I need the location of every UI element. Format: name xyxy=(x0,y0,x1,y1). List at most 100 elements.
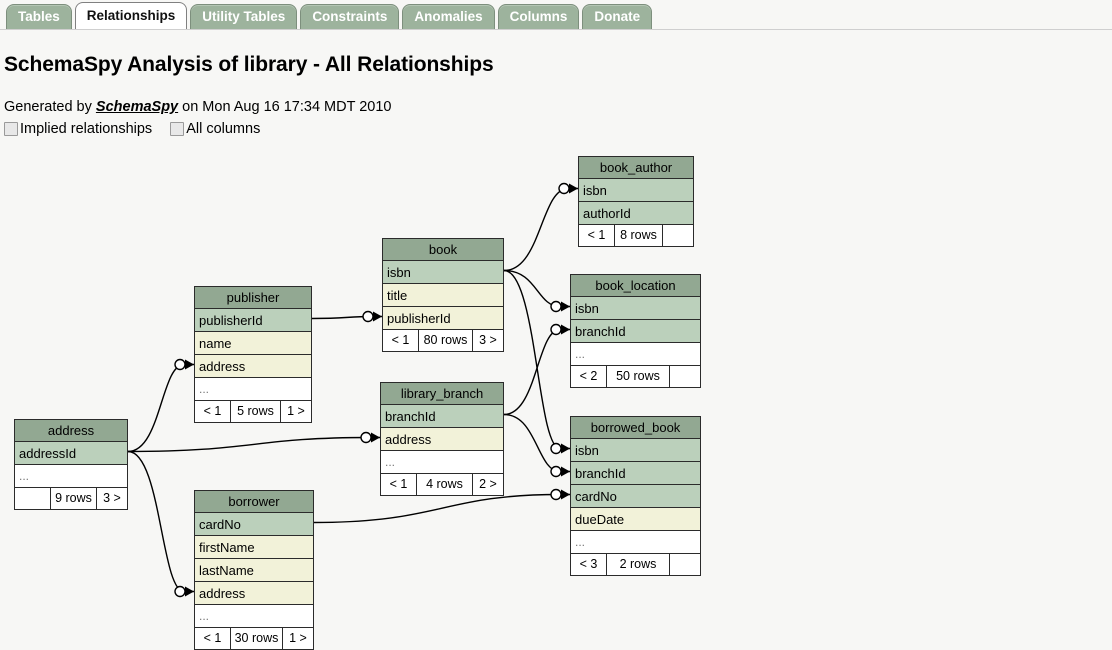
footer-left[interactable]: < 1 xyxy=(383,330,419,351)
column-addressId: addressId xyxy=(15,442,127,465)
tab-donate[interactable]: Donate xyxy=(582,4,653,29)
column-ellipsis: ... xyxy=(195,378,311,401)
footer-right[interactable]: 3 > xyxy=(97,488,127,509)
footer-right[interactable] xyxy=(670,554,700,575)
footer-left[interactable]: < 1 xyxy=(195,401,231,422)
edge-optional-marker xyxy=(550,442,562,455)
all-columns-checkbox[interactable] xyxy=(170,122,185,136)
column-ellipsis: ... xyxy=(381,451,503,474)
tab-tables[interactable]: Tables xyxy=(6,4,72,29)
edge-address-addressId-to-borrower-address xyxy=(127,450,194,593)
generated-prefix: Generated by xyxy=(4,99,96,115)
footer-middle: 30 rows xyxy=(231,628,283,649)
edge-arrowhead xyxy=(561,324,570,335)
edge-arrowhead xyxy=(561,489,570,500)
footer-middle: 80 rows xyxy=(419,330,473,351)
generated-line: Generated by SchemaSpy on Mon Aug 16 17:… xyxy=(4,99,391,115)
edge-address-addressId-to-publisher-address xyxy=(127,363,194,453)
footer-right[interactable]: 2 > xyxy=(473,474,503,495)
footer-middle: 5 rows xyxy=(231,401,281,422)
edge-optional-marker xyxy=(174,358,186,371)
column-address: address xyxy=(195,582,313,605)
column-branchId: branchId xyxy=(571,320,700,343)
footer-right[interactable]: 1 > xyxy=(283,628,313,649)
footer-right[interactable]: 3 > xyxy=(473,330,503,351)
edge-optional-marker xyxy=(362,310,374,323)
footer-left[interactable]: < 3 xyxy=(571,554,607,575)
tab-baseline xyxy=(0,29,1112,30)
tab-anomalies[interactable]: Anomalies xyxy=(402,4,495,29)
implied-relationships-checkbox[interactable] xyxy=(4,122,18,136)
table-title: publisher xyxy=(195,287,311,309)
all-columns-label: All columns xyxy=(186,121,261,137)
column-title: title xyxy=(383,284,503,307)
edge-optional-marker xyxy=(174,585,186,598)
implied-relationships-label: Implied relationships xyxy=(20,121,153,137)
edge-arrowhead xyxy=(561,466,570,477)
edge-arrowhead xyxy=(185,586,194,597)
edge-borrower-cardNo-to-borrowed_book-cardNo xyxy=(313,493,570,524)
tab-constraints[interactable]: Constraints xyxy=(300,4,400,29)
column-lastName: lastName xyxy=(195,559,313,582)
footer-left[interactable]: < 2 xyxy=(571,366,607,387)
options-row: Implied relationships All columns xyxy=(4,121,260,137)
column-name: name xyxy=(195,332,311,355)
column-isbn: isbn xyxy=(579,179,693,202)
footer-left[interactable]: < 1 xyxy=(381,474,417,495)
column-cardNo: cardNo xyxy=(195,513,313,536)
footer-left[interactable] xyxy=(15,488,51,509)
edge-arrowhead xyxy=(185,359,194,370)
footer-right[interactable] xyxy=(670,366,700,387)
footer-right[interactable]: 1 > xyxy=(281,401,311,422)
column-address: address xyxy=(381,428,503,451)
edge-optional-marker xyxy=(550,465,562,478)
tab-utility-tables[interactable]: Utility Tables xyxy=(190,4,298,29)
schemaspy-link[interactable]: SchemaSpy xyxy=(95,99,179,115)
footer-right[interactable] xyxy=(663,225,693,246)
column-ellipsis: ... xyxy=(571,343,700,366)
column-publisherId: publisherId xyxy=(195,309,311,332)
footer-left[interactable]: < 1 xyxy=(195,628,231,649)
edge-arrowhead xyxy=(569,183,578,194)
table-title: book_location xyxy=(571,275,700,297)
table-title: borrower xyxy=(195,491,313,513)
edge-arrowhead xyxy=(371,432,380,443)
implied-relationships-option[interactable]: Implied relationships xyxy=(4,121,152,137)
table-title: borrowed_book xyxy=(571,417,700,439)
column-branchId: branchId xyxy=(381,405,503,428)
table-title: book xyxy=(383,239,503,261)
all-columns-option[interactable]: All columns xyxy=(170,121,260,137)
edge-book-isbn-to-borrowed_book-isbn xyxy=(503,269,570,450)
tab-relationships[interactable]: Relationships xyxy=(74,2,188,29)
edge-address-addressId-to-library_branch-address xyxy=(127,436,380,453)
column-dueDate: dueDate xyxy=(571,508,700,531)
column-isbn: isbn xyxy=(571,297,700,320)
edge-optional-marker xyxy=(558,182,570,195)
column-ellipsis: ... xyxy=(571,531,700,554)
footer-left[interactable]: < 1 xyxy=(579,225,615,246)
edge-arrowhead xyxy=(561,301,570,312)
edge-optional-marker xyxy=(360,431,372,444)
column-firstName: firstName xyxy=(195,536,313,559)
tab-columns[interactable]: Columns xyxy=(497,4,580,29)
edge-optional-marker xyxy=(550,323,562,336)
page-title: SchemaSpy Analysis of library - All Rela… xyxy=(4,53,494,76)
footer-middle: 50 rows xyxy=(607,366,670,387)
